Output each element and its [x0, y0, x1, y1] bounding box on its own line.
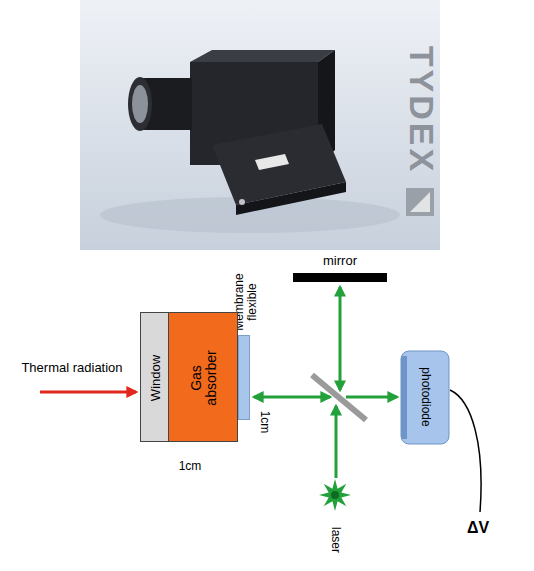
laser-star: [319, 479, 351, 511]
radiation-arrow: [40, 391, 136, 394]
laser-symbol: [318, 478, 352, 512]
membrane: Membrane flexible: [238, 335, 250, 420]
electronics-box-side: [236, 182, 346, 215]
node-label: laser: [328, 515, 341, 565]
photodiode-body: [401, 351, 449, 444]
beam-arrow: [339, 287, 342, 390]
node-label: Gas absorber: [189, 345, 220, 411]
box-switch: [239, 199, 245, 205]
beam-arrow: [346, 396, 397, 399]
product-photo: [80, 0, 440, 250]
laser-source: laser: [318, 478, 352, 512]
dimension-label: 1cm: [257, 402, 270, 442]
node-label: photodiode: [418, 352, 431, 442]
node-label: mirror: [300, 254, 380, 268]
photodiode-box: photodiode: [400, 350, 450, 445]
beam-arrow: [254, 396, 330, 399]
photo-background: [80, 0, 440, 250]
beam-arrow: [335, 406, 338, 478]
radiation-label: Thermal radiation: [2, 361, 142, 375]
dimension-label: 1cm: [170, 460, 210, 473]
window-box: Window: [140, 312, 169, 442]
lens-rim: [128, 77, 152, 131]
camera-top: [190, 50, 335, 62]
box-sticker: [255, 154, 289, 170]
lens-glass: [132, 85, 148, 123]
logo-mark: [406, 188, 434, 216]
laser-core: [331, 491, 339, 499]
photodiode-window: [401, 356, 407, 439]
mirror-bar: mirror: [293, 273, 387, 282]
optics: [40, 287, 481, 512]
signal-label: ΔV: [458, 519, 498, 537]
brand-watermark: TYDEX: [402, 25, 439, 195]
logo-stripe: [410, 192, 430, 212]
gas-absorber-box: Gas absorber: [168, 312, 238, 442]
signal-wire: [450, 390, 481, 512]
node-label: Window: [148, 318, 162, 438]
